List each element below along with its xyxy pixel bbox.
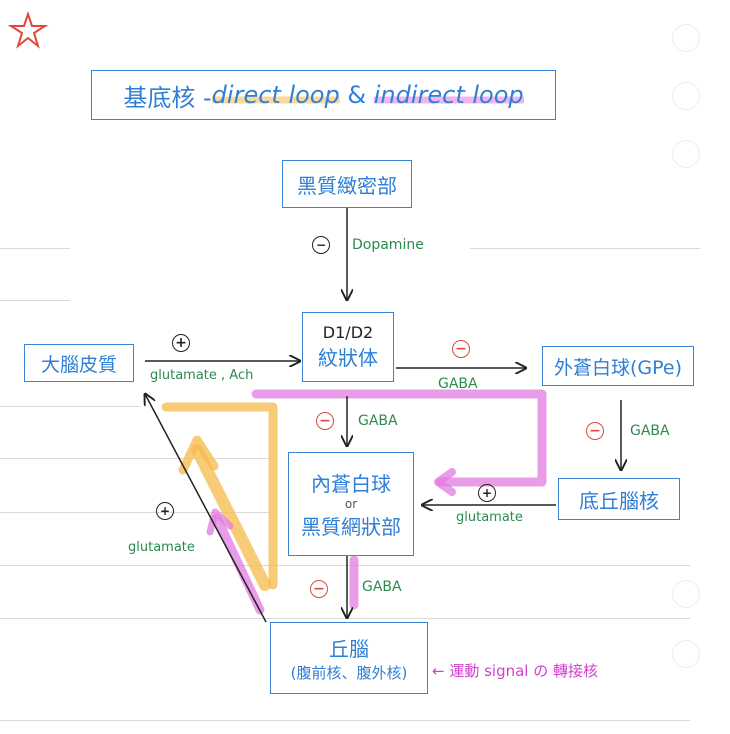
ruled-line [0,565,690,566]
title-box: 基底核 - direct loop & indirect loop [91,70,556,120]
node-cortex-label: 大腦皮質 [40,353,117,376]
sign-snc-striatum: − [312,236,330,254]
ruled-line [0,458,270,459]
binder-hole [672,640,700,668]
ruled-line [0,512,270,513]
label-gaba-striatum-gpi: GABA [358,413,398,429]
node-gpi-or: or [344,497,358,511]
sign-gpe-stn: − [586,422,604,440]
label-gaba-gpi-thalamus: GABA [362,579,402,595]
label-gaba-gpe-stn: GABA [630,423,670,439]
node-cortex: 大腦皮質 [24,344,134,382]
sign-stn-gpi: + [478,484,496,502]
sign-gpi-thalamus: − [310,580,328,598]
node-gpe-label: 外蒼白球(GPe) [553,356,683,379]
ruled-line [0,406,140,407]
node-thalamus-nuclei: (腹前核、腹外核) [290,664,408,682]
label-glutamate-stn: glutamate [456,510,523,525]
node-striatum: D1/D2 紋狀体 [302,312,394,382]
label-dopamine: Dopamine [352,237,424,253]
label-glutamate-thalamus: glutamate [128,540,195,555]
indirect-loop-highlight [251,389,547,487]
node-striatum-label: 紋狀体 [318,346,378,370]
node-gpi-label-2: 黑質網狀部 [301,515,401,539]
arrow-thalamus-cortex [145,394,267,623]
title-indirect: indirect loop [373,81,524,109]
sign-striatum-gpe: − [452,340,470,358]
node-thalamus-label: 丘腦 [329,637,369,661]
label-gaba-striatum-gpe: GABA [438,376,478,392]
label-glutamate-ach: glutamate , Ach [150,368,254,383]
node-stn: 底丘腦核 [558,478,680,520]
annotation-motor-relay: ← 運動 signal の 轉接核 [432,662,599,680]
indirect-loop-thal-cortex [212,513,265,615]
ruled-line [0,720,690,721]
node-striatum-receptors: D1/D2 [322,323,374,342]
sign-cortex-striatum: + [172,334,190,352]
node-gpi-label-1: 內蒼白球 [311,472,391,496]
binder-hole [672,140,700,168]
star-icon [7,10,49,49]
sign-striatum-gpi: − [316,412,334,430]
direct-loop-highlight [161,402,278,590]
title-main: 基底核 - [123,83,212,112]
node-snc: 黑質緻密部 [282,160,412,208]
binder-hole [672,82,700,110]
node-gpe: 外蒼白球(GPe) [542,346,694,386]
ruled-line [0,300,70,301]
ruled-line [470,248,700,249]
binder-hole [672,24,700,52]
binder-hole [672,580,700,608]
node-snc-label: 黑質緻密部 [297,173,397,198]
title-amp: & [339,81,374,109]
node-stn-label: 底丘腦核 [579,488,659,513]
title-direct: direct loop [211,81,340,109]
node-gpi: 內蒼白球 or 黑質網狀部 [288,452,414,556]
ruled-line [0,248,70,249]
sign-thalamus-cortex: + [156,502,174,520]
node-thalamus: 丘腦 (腹前核、腹外核) [270,622,428,694]
direct-loop-arrow [191,444,271,591]
